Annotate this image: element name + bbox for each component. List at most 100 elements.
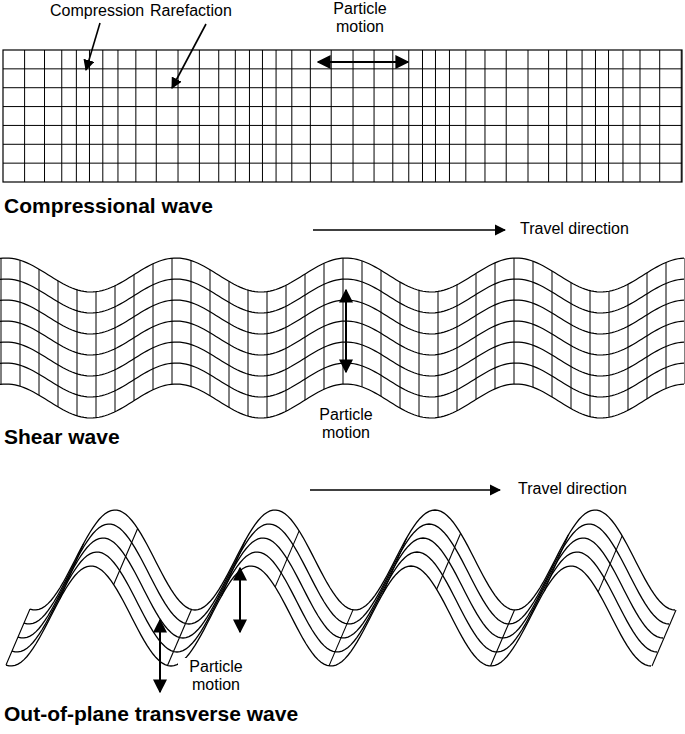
grid-border	[3, 50, 682, 182]
grid-line	[262, 50, 263, 182]
grid-line	[622, 50, 623, 182]
grid-line	[666, 262, 667, 388]
grid-line	[422, 50, 423, 182]
motion-arrow	[159, 620, 161, 692]
grid-line	[291, 50, 292, 182]
grid-line	[267, 292, 268, 418]
grid-line	[639, 50, 640, 182]
direction-label: Travel direction	[518, 480, 627, 498]
sheet-line	[114, 529, 138, 585]
grid-line	[595, 50, 596, 182]
grid-line	[647, 273, 648, 399]
grid-line	[61, 50, 62, 182]
motion-arrow	[318, 61, 408, 63]
grid-line	[681, 50, 682, 182]
grid-line	[484, 50, 485, 182]
grid-line	[76, 50, 77, 182]
sheet-line	[544, 535, 568, 591]
grid-line	[628, 284, 629, 410]
grid-line	[609, 291, 610, 417]
grid-line	[117, 50, 118, 182]
grid-line	[381, 270, 382, 396]
grid-line	[156, 50, 157, 182]
grid-line	[324, 263, 325, 389]
direction-label: Travel direction	[520, 220, 629, 238]
grid-line	[276, 50, 277, 182]
grid-line	[408, 50, 409, 182]
grid-line	[153, 264, 154, 390]
grid-line	[77, 290, 78, 416]
travel-arrow	[310, 489, 500, 491]
motion-label: Particle motion	[322, 0, 398, 36]
grid-line	[0, 279, 684, 313]
grid-line	[0, 363, 684, 397]
grid-line	[590, 291, 591, 417]
grid-line	[514, 258, 515, 384]
part-label: Compression	[50, 2, 144, 20]
grid-line	[552, 271, 553, 397]
grid-line	[102, 50, 103, 182]
wave-title: Compressional wave	[4, 194, 213, 218]
grid-line	[571, 283, 572, 409]
sheet-line	[329, 610, 353, 666]
grid-line	[191, 261, 192, 387]
grid-line	[210, 270, 211, 396]
grid-line	[229, 281, 230, 407]
leader-arrow	[172, 24, 206, 88]
grid-line	[528, 50, 529, 182]
sheet-line	[437, 533, 461, 589]
grid-line	[3, 87, 682, 88]
grid-line	[438, 291, 439, 417]
grid-line	[286, 285, 287, 411]
grid-line	[248, 290, 249, 416]
wave-title: Out-of-plane transverse wave	[4, 702, 298, 726]
sheet-line	[598, 536, 622, 592]
motion-arrow	[239, 568, 241, 632]
part-label: Rarefaction	[150, 2, 232, 20]
grid-line	[310, 50, 311, 182]
grid-line	[24, 50, 25, 182]
grid-line	[566, 50, 567, 182]
grid-line	[235, 50, 236, 182]
grid-line	[0, 321, 684, 355]
sheet-line	[491, 610, 515, 666]
motion-label: Particle motion	[308, 406, 384, 442]
grid-line	[400, 282, 401, 408]
grid-line	[608, 50, 609, 182]
grid-line	[533, 261, 534, 387]
grid-line	[374, 50, 375, 182]
grid-line	[20, 260, 21, 386]
grid-line	[1, 258, 2, 384]
grid-line	[134, 275, 135, 401]
grid-line	[659, 50, 660, 182]
grid-line	[218, 50, 219, 182]
grid-line	[435, 50, 436, 182]
sheet-line	[652, 610, 676, 666]
sheet-line	[383, 538, 407, 594]
grid-line	[331, 50, 332, 182]
travel-arrow	[313, 229, 505, 231]
grid-line	[89, 50, 90, 182]
grid-line	[58, 281, 59, 407]
sheet-line	[275, 531, 299, 587]
compressional-grid	[3, 50, 682, 182]
transverse-sheet	[6, 510, 676, 666]
grid-line	[0, 258, 684, 292]
sheet-line	[12, 552, 657, 652]
grid-line	[178, 50, 179, 182]
motion-arrow	[345, 290, 347, 372]
grid-line	[3, 144, 682, 145]
grid-line	[495, 263, 496, 389]
grid-line	[96, 292, 97, 418]
leader-arrow	[86, 23, 100, 70]
grid-line	[3, 68, 682, 69]
grid-line	[305, 274, 306, 400]
grid-line	[249, 50, 250, 182]
grid-line	[353, 50, 354, 182]
grid-line	[44, 50, 45, 182]
wave-title: Shear wave	[4, 425, 120, 449]
grid-line	[343, 258, 344, 384]
grid-line	[548, 50, 549, 182]
sheet-line	[18, 538, 663, 638]
